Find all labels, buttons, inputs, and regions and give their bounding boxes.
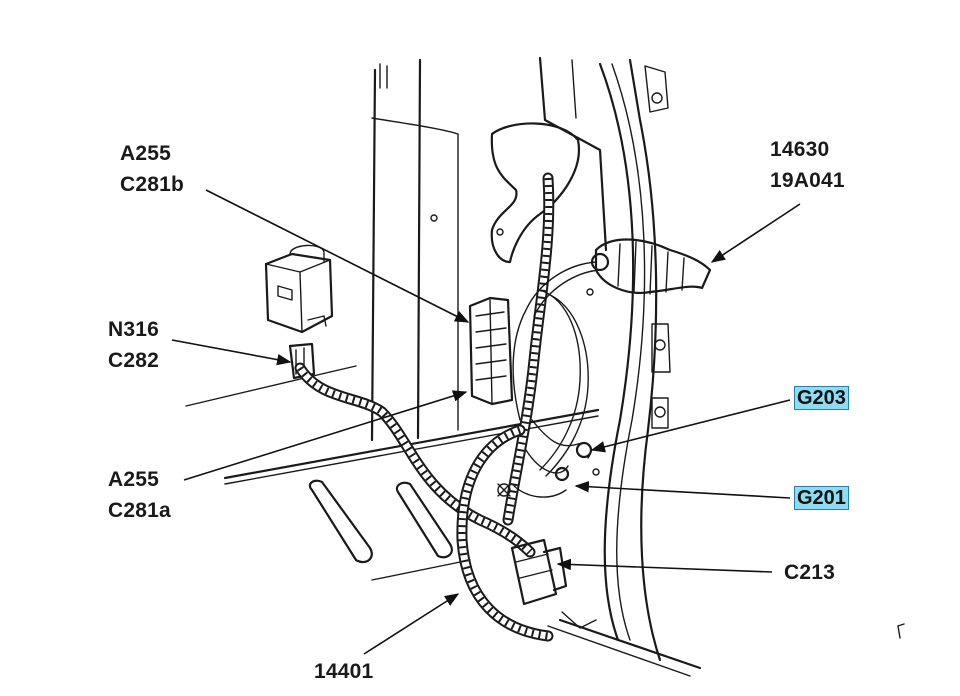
door-inner-panel [185,56,905,677]
wiring-harness [294,172,601,642]
label-g201: G201 [794,486,849,510]
label-14401: 14401 [314,656,373,687]
label-14630-line1: 14630 [770,138,830,161]
grommet-14630 [590,238,712,295]
leader-n316 [171,339,292,366]
leader-14401 [363,593,460,655]
label-a255-c281b: A255 C281b [120,138,184,200]
label-a255-c281b-line1: A255 [120,142,172,165]
label-14401-line1: 14401 [314,660,374,683]
label-a255-c281a-line1: A255 [108,468,160,491]
label-a255-c281a-line2: C281a [108,499,171,522]
leader-lines [171,189,801,655]
leader-a255-c281b [205,189,470,323]
label-14630-19a041: 14630 19A041 [770,134,845,196]
label-n316-line2: C282 [108,349,160,372]
label-14630-line2: 19A041 [770,169,845,192]
label-a255-c281b-line2: C281b [120,173,185,196]
connector-c281 [468,296,514,406]
leader-g203 [590,399,791,453]
label-c213-line1: C213 [784,561,836,584]
leader-14630 [710,203,801,263]
label-g203: G203 [794,386,849,410]
leader-c213 [556,558,773,573]
label-n316-c282: N316 C282 [108,314,159,376]
label-n316-line1: N316 [108,318,160,341]
label-a255-c281a: A255 C281a [108,464,171,526]
leader-a255-c281a [183,390,468,481]
window-switch [264,244,334,380]
label-c213: C213 [784,557,835,588]
leader-g201 [574,480,791,499]
